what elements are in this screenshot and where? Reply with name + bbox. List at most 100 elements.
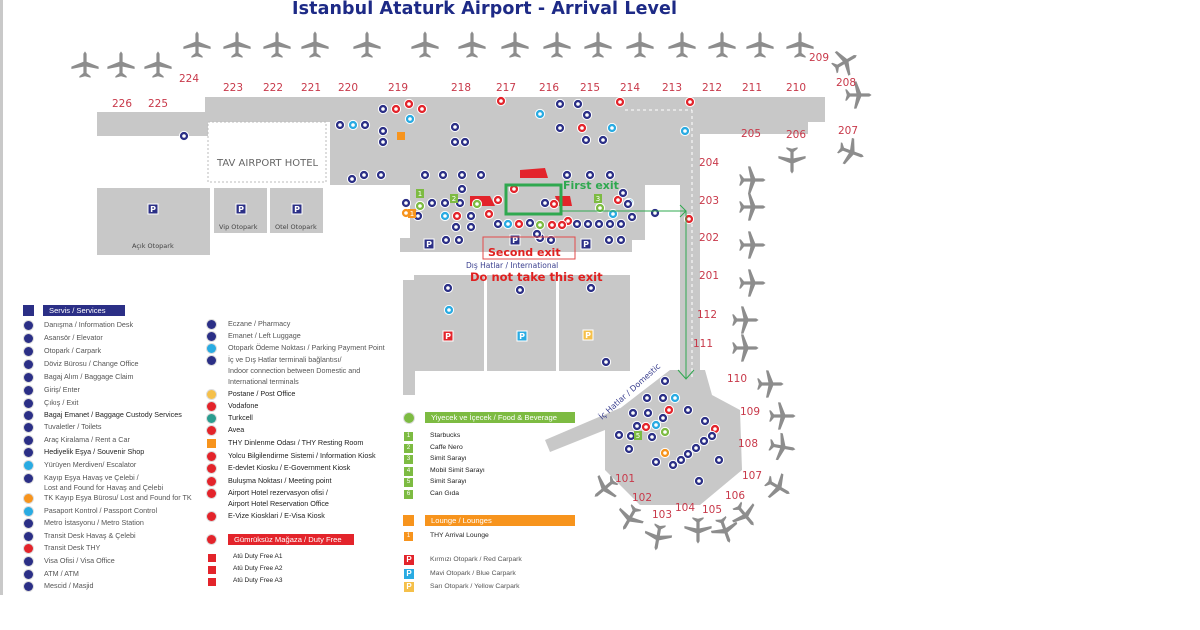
e-government-kiosk-icon-glyph	[566, 219, 570, 223]
toilets-icon-glyph	[182, 134, 186, 138]
baggage-custody-icon	[24, 411, 33, 420]
escalator-icon-glyph	[673, 396, 677, 400]
airplane-icon	[458, 31, 486, 58]
carpark-legend-label: Kırmızı Otopark / Red Carpark	[430, 556, 522, 563]
food-number: 4	[404, 466, 413, 476]
legend-item-label: Kayıp Eşya Havaş ve Çelebi /	[44, 473, 139, 482]
rent-a-car-icon-glyph	[404, 201, 408, 205]
route-arrowhead-2	[677, 369, 695, 380]
duty-free-icon-glyph	[496, 198, 500, 202]
legend-item-label: Çıkış / Exit	[44, 398, 79, 407]
duty-free-icon	[207, 535, 216, 544]
hotel-carpark-label: Otel Otopark	[275, 223, 317, 231]
carpark-icon	[582, 329, 594, 341]
legend-item-label: Otopark / Carpark	[44, 346, 102, 355]
toilets-icon-glyph	[453, 140, 457, 144]
carpark-icon-glyph: P	[294, 205, 300, 214]
gate-label: 204	[699, 157, 719, 169]
baggage-claim-icon-glyph	[661, 396, 665, 400]
airplane-icon	[684, 517, 712, 544]
airplane-icon	[107, 51, 135, 78]
food-number: 6	[404, 490, 413, 499]
food-label: Simit Sarayı	[430, 478, 467, 486]
first-exit-box	[504, 183, 563, 216]
toilets-icon-glyph	[444, 238, 448, 242]
legend-item-label: E-devlet Kiosku / E-Government Kiosk	[228, 463, 351, 472]
atm-icon-glyph	[381, 107, 385, 111]
gate-label: 108	[738, 438, 758, 450]
elevator-icon-glyph	[363, 123, 367, 127]
carpark-icon-glyph: P	[150, 205, 156, 214]
legend-item-label: Avea	[228, 425, 245, 434]
gate-label: 208	[836, 77, 856, 89]
escalator-icon-glyph	[351, 123, 355, 127]
baggage-claim-icon-glyph	[694, 446, 698, 450]
information-kiosk-icon-glyph	[499, 99, 503, 103]
meeting-point-icon-glyph	[552, 202, 556, 206]
atm-icon-glyph	[458, 201, 462, 205]
open-carpark-block	[97, 188, 210, 255]
carpark-icon-glyph: P	[512, 236, 518, 245]
carpark-legend-label: Sarı Otopark / Yellow Carpark	[430, 583, 520, 590]
gate-label: 112	[697, 309, 717, 321]
exit-icon	[24, 399, 33, 408]
metro-station-icon-glyph	[517, 222, 521, 226]
elevator-icon-glyph	[350, 177, 354, 181]
baggage-claim-icon	[24, 373, 33, 382]
legend-item-label: TK Kayıp Eşya Bürosu/ Lost and Found for…	[44, 493, 192, 502]
pier-200	[698, 122, 808, 134]
duty-free-label: Atü Duty Free A1	[233, 553, 283, 560]
airplane-icon	[301, 31, 329, 58]
airplane-icon	[739, 166, 766, 194]
route-arrowhead-1	[679, 204, 687, 218]
hotel-outline	[207, 121, 327, 183]
legend-item-label: Mescid / Masjid	[44, 581, 94, 590]
post-office-icon	[207, 390, 216, 399]
exit-icon-glyph	[496, 222, 500, 226]
escalator-icon-glyph	[610, 126, 614, 130]
information-kiosk-icon-glyph	[667, 408, 671, 412]
toilets-icon-glyph	[584, 138, 588, 142]
baggage-claim-icon-glyph	[601, 138, 605, 142]
elevator-icon-glyph	[430, 201, 434, 205]
legend-item-label: Hediyelik Eşya / Souvenir Shop	[44, 447, 145, 456]
toilets-icon-glyph	[607, 238, 611, 242]
toilets-icon-glyph	[621, 191, 625, 195]
baggage-claim-icon-glyph	[586, 222, 590, 226]
e-government-kiosk-icon	[207, 464, 216, 473]
toilets-icon-glyph	[604, 360, 608, 364]
hotel-reservation-icon-glyph	[580, 126, 584, 130]
visa-office-icon-glyph	[650, 435, 654, 439]
vip-carpark-label: Vip Otopark	[219, 223, 258, 231]
change-office-icon-glyph	[608, 222, 612, 226]
airplane-icon	[834, 134, 869, 170]
food-label: Starbucks	[430, 432, 461, 439]
baggage-claim-icon-glyph	[710, 434, 714, 438]
gate-label: 107	[742, 470, 762, 482]
airplane-icon	[739, 269, 766, 297]
airplane-icon	[584, 31, 612, 58]
carpark-icon	[147, 203, 159, 215]
legend-item-label: Yürüyen Merdiven/ Escalator	[44, 460, 137, 469]
airplane-icon	[642, 522, 674, 553]
venue-number-badge	[450, 194, 458, 203]
baggage-claim-icon-glyph	[362, 173, 366, 177]
parking-payment-icon	[207, 344, 216, 353]
information-kiosk-icon-glyph	[550, 223, 554, 227]
toilets-icon-glyph	[617, 433, 621, 437]
food-icon-glyph	[418, 204, 422, 208]
carpark-icon	[580, 238, 592, 250]
carpark-icon-glyph: P	[426, 240, 432, 249]
passport-control-icon-glyph	[654, 423, 658, 427]
carpark-edge	[403, 280, 415, 395]
lost-found-tk-icon-glyph	[663, 451, 667, 455]
airplane-icon	[668, 31, 696, 58]
e-visa-kiosk-icon	[207, 512, 216, 521]
escalator-icon-glyph	[611, 212, 615, 216]
airplane-icon	[726, 496, 765, 535]
domestic-hub	[605, 370, 742, 505]
airplane-icon	[543, 31, 571, 58]
baggage-claim-icon-glyph	[597, 222, 601, 226]
legend-item-label: Transit Desk Havaş & Çelebi	[44, 531, 136, 540]
